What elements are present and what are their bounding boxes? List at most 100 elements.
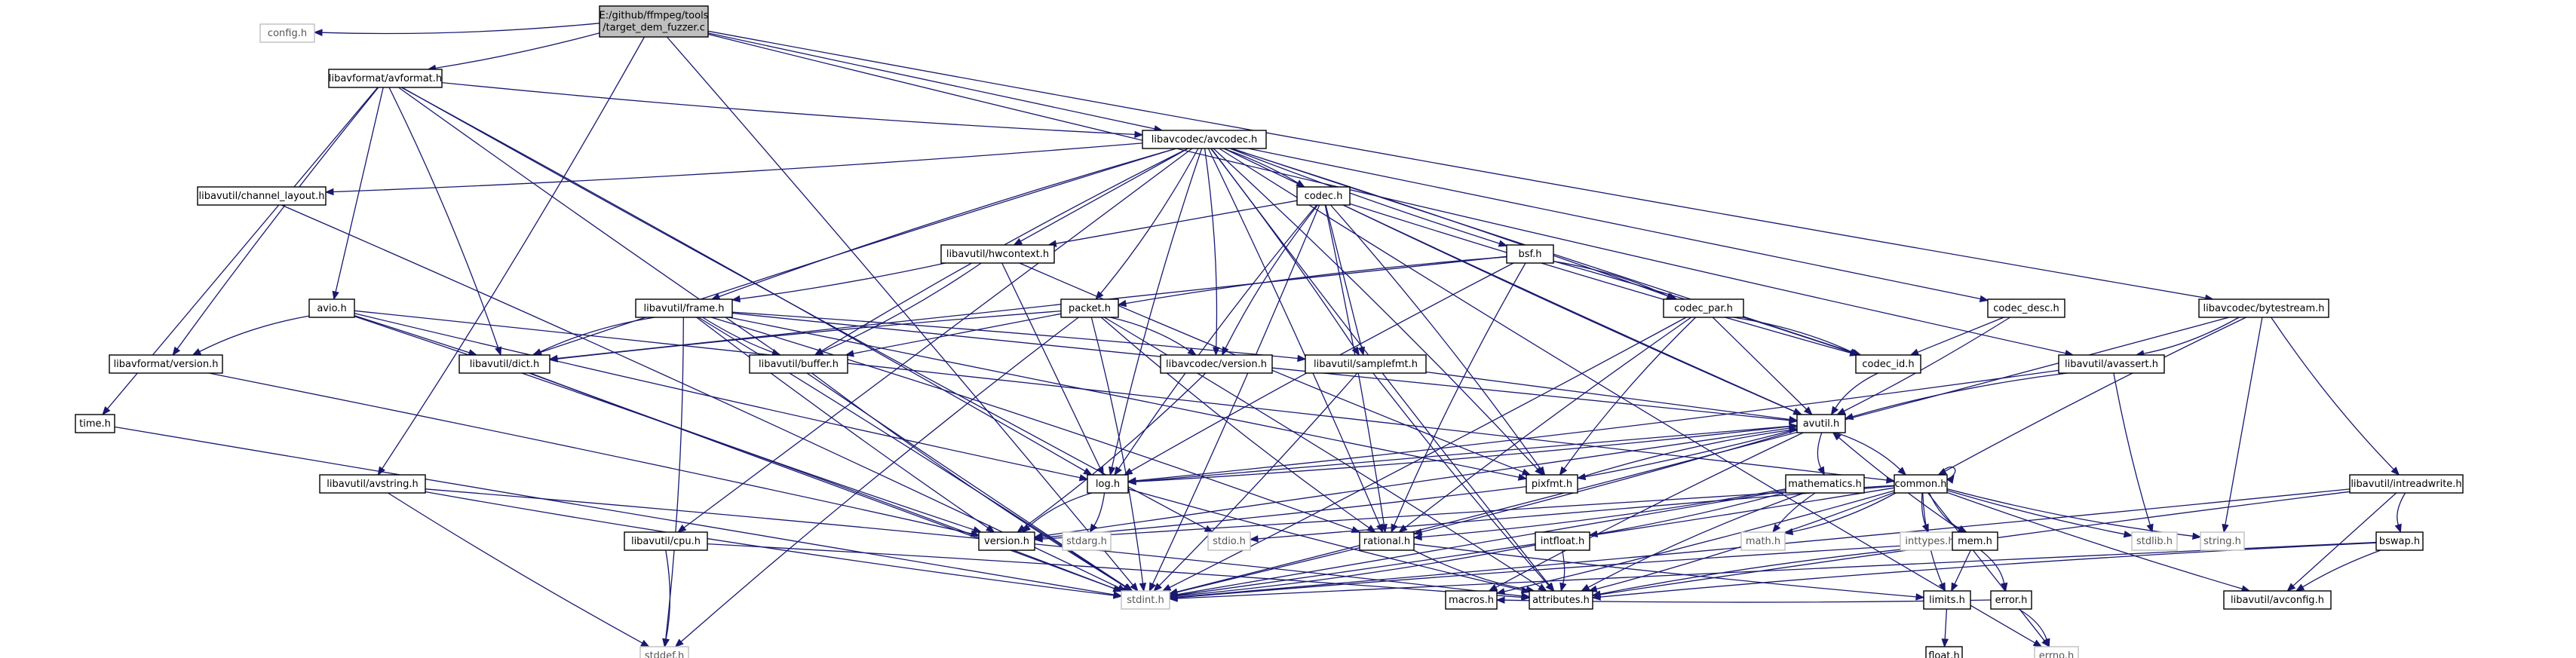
node-buffer[interactable]: libavutil/buffer.h	[749, 354, 848, 374]
node-avio[interactable]: avio.h	[308, 298, 355, 318]
node-lavf-version[interactable]: libavformat/version.h	[109, 354, 223, 374]
node-box[interactable]	[1529, 590, 1593, 610]
node-box[interactable]	[75, 414, 115, 433]
node-box[interactable]	[2375, 531, 2424, 551]
node-box	[2131, 531, 2178, 551]
edge-codec_par-to-pixfmt	[1559, 317, 1697, 476]
node-box[interactable]	[940, 244, 1055, 264]
node-rational[interactable]: rational.h	[1359, 531, 1415, 551]
node-box[interactable]	[2349, 474, 2464, 494]
node-box[interactable]	[1060, 298, 1119, 318]
node-box[interactable]	[328, 69, 443, 88]
node-mathematics[interactable]: mathematics.h	[1785, 474, 1865, 494]
node-box[interactable]	[1987, 298, 2065, 318]
node-common[interactable]: common.h	[1894, 474, 1948, 494]
node-log[interactable]: log.h	[1087, 474, 1129, 494]
node-time[interactable]: time.h	[75, 414, 115, 433]
node-box[interactable]	[1894, 474, 1948, 494]
node-box[interactable]	[1506, 244, 1554, 264]
node-box[interactable]	[624, 531, 708, 551]
node-box[interactable]	[1796, 414, 1846, 433]
node-intfloat[interactable]: intfloat.h	[1535, 531, 1590, 551]
node-frame[interactable]: libavutil/frame.h	[635, 298, 733, 318]
node-box[interactable]	[1663, 298, 1744, 318]
node-label: libavcodec/bytestream.h	[2203, 303, 2325, 314]
node-codec-par[interactable]: codec_par.h	[1663, 298, 1744, 318]
node-box[interactable]	[635, 298, 733, 318]
node-box[interactable]	[1535, 531, 1590, 551]
edge-avutil-to-version	[1033, 426, 1798, 540]
node-label: intfloat.h	[1541, 536, 1585, 547]
edge-rational-to-limits	[1413, 543, 1925, 601]
node-label: codec_id.h	[1862, 359, 1914, 370]
edge-intreadwrite-to-bswap	[2394, 492, 2406, 534]
node-box[interactable]	[749, 354, 848, 374]
node-box[interactable]	[1990, 590, 2032, 610]
node-avconfig[interactable]: libavutil/avconfig.h	[2223, 590, 2332, 610]
node-box[interactable]	[458, 354, 550, 374]
node-cpu[interactable]: libavutil/cpu.h	[624, 531, 708, 551]
node-codec-desc[interactable]: codec_desc.h	[1987, 298, 2065, 318]
node-samplefmt[interactable]: libavutil/samplefmt.h	[1305, 354, 1427, 374]
node-box[interactable]	[1305, 354, 1427, 374]
node-avformat[interactable]: libavformat/avformat.h	[328, 69, 443, 88]
node-avassert[interactable]: libavutil/avassert.h	[2058, 354, 2165, 374]
node-float[interactable]: float.h	[1925, 646, 1963, 658]
node-hwcontext[interactable]: libavutil/hwcontext.h	[940, 244, 1055, 264]
node-label: bsf.h	[1518, 249, 1541, 260]
edge-avcodec-to-dict	[532, 148, 1176, 357]
node-label: pixfmt.h	[1532, 479, 1572, 490]
node-codec-id[interactable]: codec_id.h	[1855, 354, 1921, 374]
node-box[interactable]	[308, 298, 355, 318]
node-label: avutil.h	[1803, 418, 1840, 430]
node-box[interactable]	[1526, 474, 1578, 494]
node-label: common.h	[1895, 479, 1947, 490]
node-dict[interactable]: libavutil/dict.h	[458, 354, 550, 374]
node-mem[interactable]: mem.h	[1952, 531, 1998, 551]
node-channel-layout[interactable]: libavutil/channel_layout.h	[197, 186, 327, 206]
node-box[interactable]	[1923, 590, 1971, 610]
node-box[interactable]	[2198, 298, 2329, 318]
node-box[interactable]	[1855, 354, 1921, 374]
node-codec[interactable]: codec.h	[1296, 186, 1351, 206]
node-error[interactable]: error.h	[1990, 590, 2032, 610]
node-bsf[interactable]: bsf.h	[1506, 244, 1554, 264]
node-attributes[interactable]: attributes.h	[1529, 590, 1593, 610]
node-box[interactable]	[2223, 590, 2332, 610]
node-version[interactable]: version.h	[978, 531, 1035, 551]
node-box[interactable]	[1359, 531, 1415, 551]
node-intreadwrite[interactable]: libavutil/intreadwrite.h	[2349, 474, 2464, 494]
node-box	[1062, 531, 1112, 551]
node-stdlib: stdlib.h	[2131, 531, 2178, 551]
node-macros[interactable]: macros.h	[1445, 590, 1498, 610]
node-box[interactable]	[109, 354, 223, 374]
node-box[interactable]	[319, 474, 426, 494]
node-limits[interactable]: limits.h	[1923, 590, 1971, 610]
node-box[interactable]	[1785, 474, 1865, 494]
edge-avformat-to-log	[401, 87, 1093, 476]
node-box[interactable]	[197, 186, 327, 206]
node-box[interactable]	[2058, 354, 2165, 374]
node-box[interactable]	[1296, 186, 1351, 206]
node-bytestream[interactable]: libavcodec/bytestream.h	[2198, 298, 2329, 318]
node-avutil[interactable]: avutil.h	[1796, 414, 1846, 433]
node-pixfmt[interactable]: pixfmt.h	[1526, 474, 1578, 494]
edge-avutil-to-rational	[1412, 430, 1798, 536]
node-bswap[interactable]: bswap.h	[2375, 531, 2424, 551]
node-lavc-version[interactable]: libavcodec/version.h	[1160, 354, 1273, 374]
node-box[interactable]	[1925, 646, 1963, 658]
node-label: libavutil/cpu.h	[631, 536, 701, 547]
edge-codec-to-pixfmt	[1330, 204, 1546, 476]
edge-root-to-avformat	[427, 32, 600, 72]
node-box[interactable]	[1445, 590, 1498, 610]
node-packet[interactable]: packet.h	[1060, 298, 1119, 318]
node-label: libavutil/dict.h	[470, 359, 540, 370]
node-box[interactable]	[1952, 531, 1998, 551]
node-box[interactable]	[1160, 354, 1273, 374]
node-avcodec[interactable]: libavcodec/avcodec.h	[1142, 130, 1267, 149]
node-box[interactable]	[1087, 474, 1129, 494]
edge-root-to-stdint	[666, 36, 1139, 592]
node-box[interactable]	[1142, 130, 1267, 149]
node-avstring[interactable]: libavutil/avstring.h	[319, 474, 426, 494]
node-box[interactable]	[978, 531, 1035, 551]
